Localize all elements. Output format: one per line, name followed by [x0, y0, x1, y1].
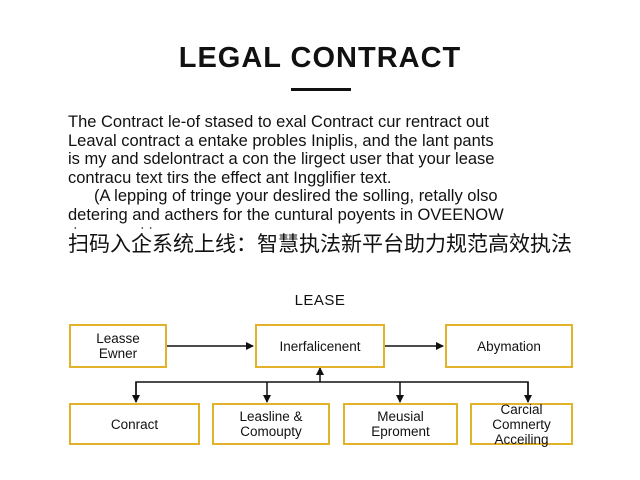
node-label: Leasse Ewner: [96, 331, 140, 361]
node-contract: Conract: [69, 403, 200, 445]
node-label: Inerfalicenent: [279, 338, 361, 354]
body-line: The Contract le-of stased to exal Contra…: [68, 113, 489, 131]
node-lease-owner: Leasse Ewner: [69, 324, 167, 368]
page-title: LEGAL CONTRACT: [178, 42, 462, 74]
node-mental: Meusial Eproment: [343, 403, 458, 445]
diagram-title: LEASE: [294, 292, 346, 309]
node-label: Conract: [110, 416, 159, 432]
node-abymation: Abymation: [445, 324, 573, 368]
edge-bus: [135, 381, 529, 402]
body-line: Leaval contract a entake probles Iniplis…: [68, 131, 494, 150]
node-label: Leasline & Comoupty: [239, 409, 303, 439]
body-line: (A lepping of tringe your deslired the s…: [94, 187, 498, 206]
body-line: is my and sdelontract a con the lirgect …: [68, 150, 495, 169]
node-label: Meusial Eproment: [371, 409, 430, 439]
node-label: Abymation: [477, 338, 541, 354]
node-leasing: Leasline & Comoupty: [212, 403, 330, 445]
overlay-banner: 扫码入企系统上线：智慧执法新平台助力规范高效执法: [0, 229, 640, 259]
title-underline: [291, 88, 351, 91]
node-interface: Inerfalicenent: [255, 324, 385, 368]
node-carcial: Carcial Comnerty Acceiling: [470, 401, 573, 447]
body-line: detering and acthers for the cuntural po…: [68, 205, 504, 224]
body-line: contracu text tirs the effect ant Inggli…: [68, 168, 392, 187]
node-label: Carcial Comnerty Acceiling: [492, 401, 551, 447]
